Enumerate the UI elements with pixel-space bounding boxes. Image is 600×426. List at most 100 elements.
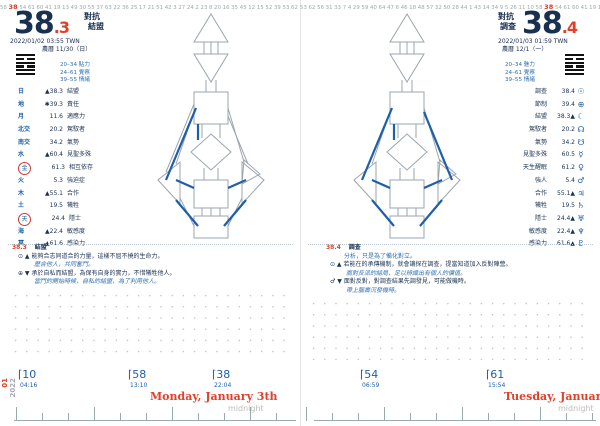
planet-gate: ▲61.6 — [45, 240, 63, 248]
timeline-gate: ⌈61 — [486, 368, 505, 381]
timeline-tick — [358, 413, 359, 421]
planet-line-name: 見聖多殊 — [522, 151, 547, 159]
gate-strip-item: 25 — [130, 5, 138, 11]
gate-strip-item: 13 — [62, 5, 70, 11]
planet-symbol-icon: ♀ — [578, 163, 584, 173]
planet-symbol-icon: ♃ — [577, 188, 585, 198]
planet-gate: 20.2 — [49, 126, 63, 134]
throat-center — [389, 91, 425, 125]
g-center — [190, 133, 232, 171]
gate-strip-item: 54 — [554, 5, 562, 11]
planet-line-name: 氣勢 — [534, 138, 547, 146]
channel-ranges-right: 20–34 魅力 24–61 覺察 39–55 情緒 — [505, 62, 535, 85]
timeline-time: 06:59 — [362, 382, 380, 389]
range-item: 20–34 貼力 — [60, 62, 90, 68]
timeline-tick — [540, 407, 541, 421]
gate-strip-item: 10 — [527, 5, 534, 11]
gate-strip-item: 33 — [334, 5, 342, 11]
gate-strip-item: 42 — [164, 5, 172, 11]
planet-line-name: 相互依存 — [69, 164, 94, 172]
planet-line-name: 敏感度 — [528, 227, 547, 235]
gate-strip-item: 16 — [222, 5, 230, 11]
planet-gate: 11.6 — [49, 113, 63, 121]
timeline-tick — [488, 413, 489, 421]
gate-strip-item: 1 — [469, 5, 473, 11]
desc-title: 結盟 — [34, 244, 47, 251]
planet-symbol-icon: ♇ — [577, 239, 585, 249]
gate-strip-item: 41 — [45, 5, 52, 11]
notes-dot-grid-right[interactable] — [308, 298, 590, 360]
desc-gate-num: 38.4 — [326, 244, 341, 251]
mars-detriment-icon: ♂ ▼ — [330, 278, 342, 285]
planet-gate: ✱39.3 — [44, 100, 63, 108]
planet-name: 金 — [18, 161, 31, 175]
planet-gate: 19.5 — [561, 202, 575, 210]
line-name-left: 結盟 — [88, 22, 104, 31]
planet-line-name: 強迫症 — [67, 176, 86, 184]
earth-detriment-icon: ⊕ ▼ — [18, 269, 30, 277]
gate-strip-item: 48 — [417, 5, 425, 11]
planet-symbol-icon: ♂ — [577, 175, 585, 185]
gate-strip-item: 23 — [200, 5, 208, 11]
gate-strip-item: 58 — [0, 5, 7, 11]
timeline-time: 13:10 — [130, 382, 148, 389]
range-item: 39–55 情緒 — [505, 77, 535, 83]
gate-strip-item: 64 — [378, 5, 386, 11]
lunar-right: 農曆 12/1（一） — [502, 46, 548, 53]
desc-subline: 歷合他人，共同奮鬥。 — [34, 261, 95, 268]
range-item: 24–61 覺察 — [60, 69, 90, 76]
sun-exalted-icon: ⊙ ▲ — [18, 252, 30, 260]
timeline-tick — [332, 413, 333, 421]
planet-name: 地 — [18, 100, 25, 108]
gate-strip-item: 26 — [509, 5, 517, 11]
range-item: 24–61 覺察 — [505, 69, 535, 76]
timeline-tick — [250, 407, 251, 421]
gate-strip-item: 28 — [451, 5, 459, 11]
bodygraph-left — [157, 13, 265, 239]
gate-strip-item: 14 — [482, 5, 490, 11]
planet-symbol-icon: ☿ — [578, 150, 584, 160]
planet-gate: 61.2 — [561, 164, 575, 172]
gate-strip-item: 7 — [342, 5, 347, 11]
planet-gate: 22.4▲ — [557, 227, 575, 235]
planet-symbol-icon: ♆ — [577, 226, 585, 236]
gate-strip-item: 63 — [104, 5, 112, 11]
gate-strip-item: 59 — [361, 5, 369, 11]
timeline-gate: ⌈58 — [128, 368, 147, 381]
planet-gate: 24.4 — [51, 214, 65, 222]
gate-strip-item: 4 — [347, 5, 352, 11]
gate-strip-item: 37 — [96, 5, 104, 11]
timeline-tick — [566, 413, 567, 421]
planet-name: 海 — [18, 227, 25, 235]
gate-strip-item: 52 — [265, 5, 273, 11]
line-description-right: 38.4 調查 分析，只是為了備化對立。 ⊙ ▲ 若能在的承傳機制，就會讓探在調… — [326, 244, 594, 295]
gate-strip-item: 20 — [214, 5, 222, 11]
planet-line-name: 見聖多殊 — [67, 151, 92, 159]
planet-row: 天生醒眠 61.2♀ — [495, 162, 587, 175]
gate-strip-item: 49 — [70, 5, 78, 11]
gate-strip-item: 34 — [491, 5, 499, 11]
planet-name: 月 — [18, 113, 25, 121]
gate-strip-item: 21 — [147, 5, 155, 11]
gate-strip-item: 36 — [121, 5, 129, 11]
gate-strip-item: 56 — [300, 5, 301, 11]
planet-line-name: 天生醒眠 — [522, 164, 547, 172]
gate-strip-item: 38 — [8, 3, 18, 11]
notes-dot-grid-left[interactable] — [10, 290, 292, 360]
timeline-gate: ⌈10 — [18, 368, 37, 381]
planet-name: 木 — [18, 189, 25, 197]
timeline-tick — [462, 407, 463, 421]
planet-line-name: 犧牲 — [67, 202, 80, 210]
